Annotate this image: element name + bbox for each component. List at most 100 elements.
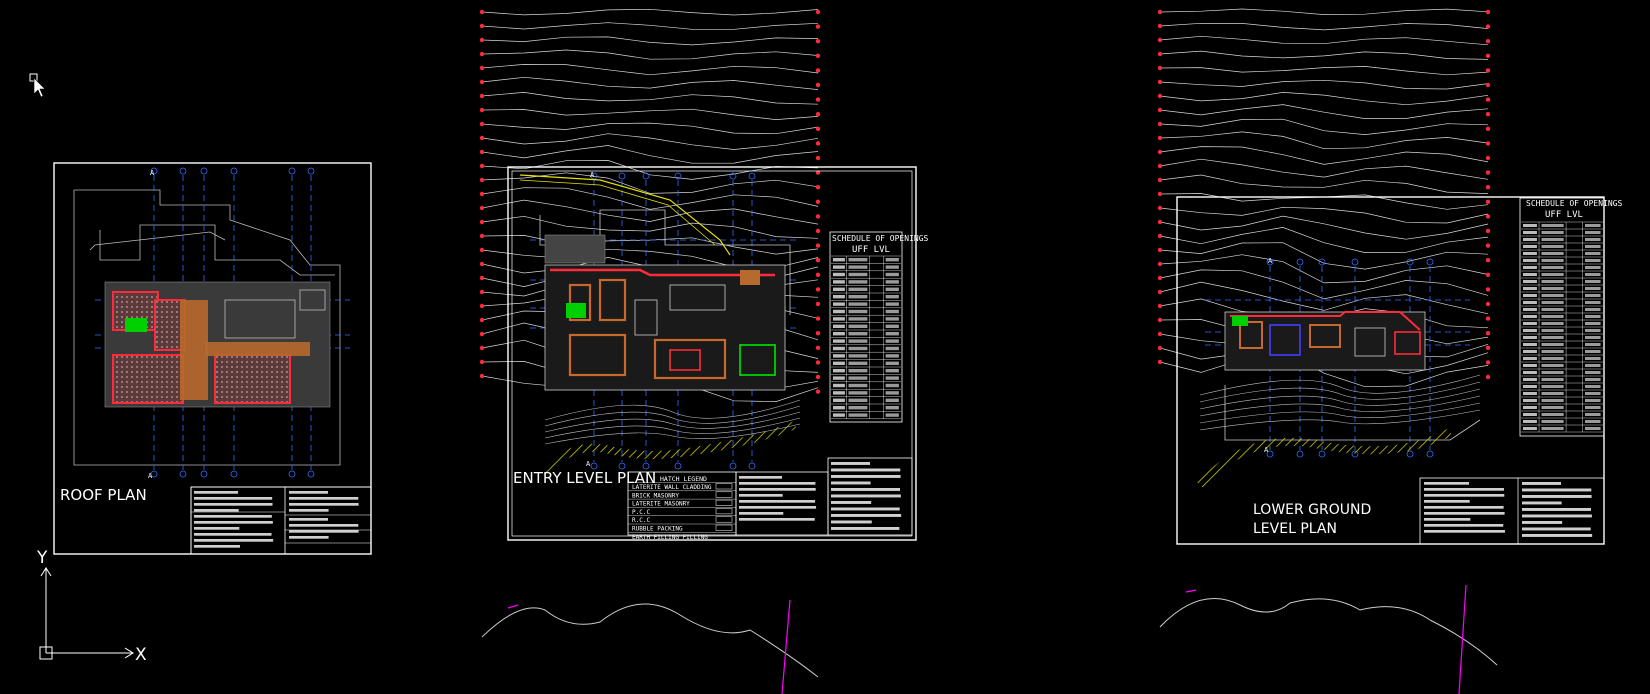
contour-marker <box>815 374 821 380</box>
contour-line <box>1159 50 1489 60</box>
contour-marker <box>1157 191 1163 197</box>
contour-marker <box>479 9 485 15</box>
titleblock-text-line <box>831 507 900 511</box>
schedule-cell-text <box>885 265 899 269</box>
schedule-cell-text <box>1523 413 1537 416</box>
schedule-cell-text <box>833 339 845 343</box>
contour-line <box>1199 402 1481 424</box>
contour-line <box>544 411 801 433</box>
schedule-cell-text <box>1541 252 1564 255</box>
schedule-cell-text <box>1584 427 1601 430</box>
schedule-cell-text <box>1541 315 1564 318</box>
schedule-cell-text <box>1541 266 1564 269</box>
contour-line <box>481 22 819 30</box>
contour-line <box>481 133 819 150</box>
lower-titleblock-text <box>1424 482 1593 537</box>
schedule-cell-text <box>885 287 899 291</box>
contour-marker <box>1485 39 1491 44</box>
contour-marker <box>815 24 821 29</box>
schedule-cell-text <box>885 398 899 402</box>
titleblock-text-line <box>1424 506 1504 509</box>
grid-bubble <box>674 172 682 180</box>
schedule-cell-text <box>848 391 868 395</box>
titleblock-text-line <box>194 527 240 530</box>
schedule-cell-text <box>1523 322 1537 325</box>
titleblock-text-line <box>1424 512 1505 515</box>
titleblock-text-line <box>289 536 329 539</box>
schedule-cell-text <box>1584 301 1601 304</box>
schedule-cell-text <box>1541 259 1564 262</box>
schedule-cell-text <box>885 324 899 328</box>
schedule-cell-text <box>1541 420 1564 423</box>
schedule-cell-text <box>1523 329 1537 332</box>
grid-bubble <box>1426 450 1434 458</box>
contour-marker <box>815 316 821 321</box>
schedule-cell-text <box>1523 343 1537 346</box>
titleblock-text-line <box>831 527 900 530</box>
schedule-cell-text <box>1541 350 1564 353</box>
lower-schedule-sub: UFF LVL <box>1545 210 1583 220</box>
entry-level-plan-sheet[interactable]: AA SCHEDULE OF OPENINGS UFF LVL HATCH LE… <box>507 166 929 541</box>
section-profile-entry <box>481 599 819 694</box>
contour-marker <box>479 121 485 127</box>
lower-ground-plan-sheet[interactable]: AA SCHEDULE OF OPENINGS UFF LVL LOWER GR… <box>1176 196 1623 545</box>
contour-marker <box>815 68 821 73</box>
grid-bubble <box>674 462 682 470</box>
contour-line <box>481 8 819 16</box>
titleblock-text-line <box>289 524 359 527</box>
contour-marker <box>479 191 485 197</box>
contour-marker <box>1485 374 1491 380</box>
contour-line <box>1159 206 1489 224</box>
schedule-cell-text <box>1584 378 1601 381</box>
contour-marker <box>1485 9 1491 15</box>
contour-marker <box>479 37 485 43</box>
contour-marker <box>479 373 485 379</box>
contour-marker <box>1157 261 1163 267</box>
schedule-cell-text <box>885 295 899 299</box>
grid-label-a: A <box>586 460 591 468</box>
grid-bubble <box>642 172 650 180</box>
roof-plan-sheet[interactable]: AA ROOF PLAN <box>53 162 372 555</box>
contour-marker <box>1157 51 1163 57</box>
contour-marker <box>1157 233 1163 239</box>
hatch-legend-title: HATCH LEGEND <box>660 475 707 483</box>
contour-marker <box>1485 97 1491 102</box>
contour-marker <box>479 275 485 281</box>
pickbox-cursor-icon <box>29 73 46 98</box>
schedule-cell-text <box>848 398 868 402</box>
contour-marker <box>479 317 485 323</box>
schedule-cell-text <box>1541 322 1564 325</box>
contour-line <box>1159 227 1489 253</box>
contour-marker <box>1157 275 1163 281</box>
contour-marker <box>1485 287 1491 292</box>
lower-plan-title-line2: LEVEL PLAN <box>1253 521 1337 537</box>
contour-marker <box>479 289 485 295</box>
hatch-legend-item: RUBBLE PACKING <box>632 526 683 533</box>
grid-bubble <box>200 167 208 175</box>
titleblock-text-line <box>289 509 329 512</box>
contour-marker <box>815 272 821 277</box>
titleblock-text-line <box>831 520 872 524</box>
schedule-cell-text <box>1541 357 1564 360</box>
contour-line <box>1159 215 1489 240</box>
schedule-cell-text <box>885 258 899 262</box>
grid-bubble <box>1266 258 1274 266</box>
titleblock-text-line <box>289 497 359 500</box>
lower-plan-title-line1: LOWER GROUND <box>1253 502 1371 518</box>
schedule-cell-text <box>1541 406 1564 409</box>
titleblock-text-line <box>289 503 359 506</box>
contour-marker <box>1157 177 1163 183</box>
schedule-cell-text <box>1584 392 1601 395</box>
contour-line <box>1159 66 1489 76</box>
contour-line <box>1159 131 1489 150</box>
schedule-cell-text <box>885 369 899 373</box>
contour-marker <box>1485 155 1491 161</box>
schedule-cell-text <box>1584 245 1601 248</box>
grid-label-a: A <box>1264 446 1269 454</box>
titleblock-text-line <box>194 539 274 542</box>
titleblock-text-line <box>1424 494 1505 497</box>
contour-marker <box>1485 228 1491 234</box>
titleblock-text-line <box>194 533 272 536</box>
